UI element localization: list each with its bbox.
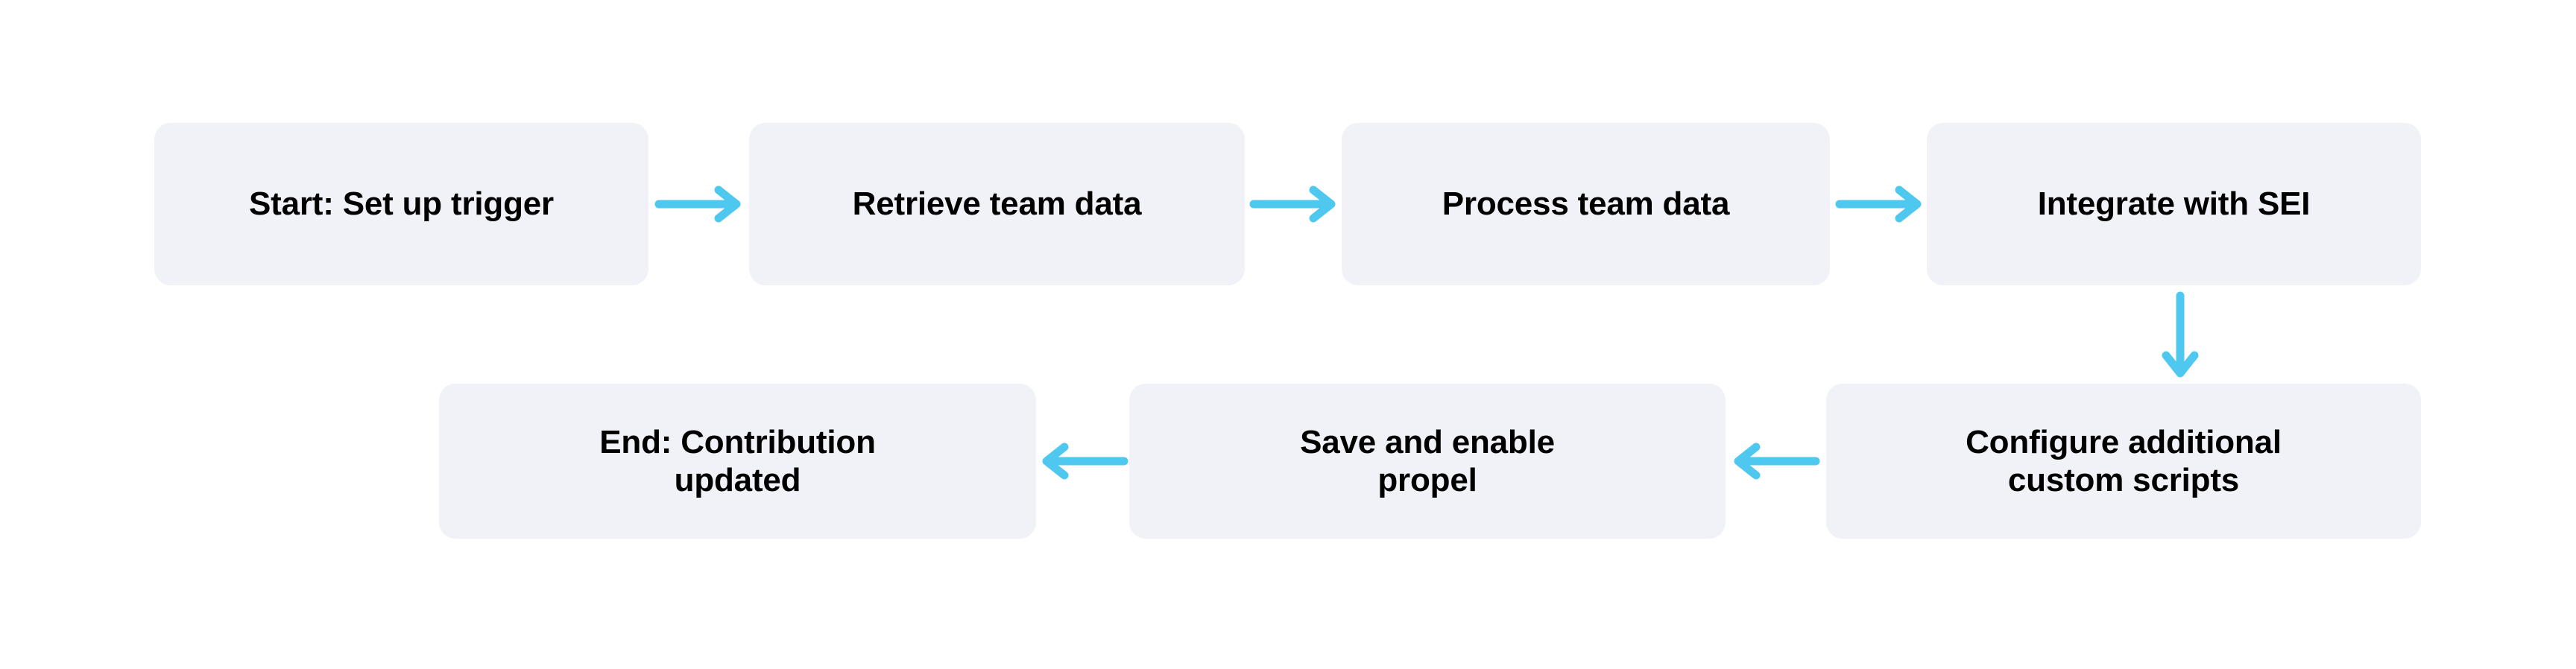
flow-node-configure-additional-custom-scripts[interactable]: Configure additional custom scripts <box>1826 384 2421 539</box>
flow-node-start-set-up-trigger[interactable]: Start: Set up trigger <box>154 123 648 285</box>
flow-node-label: Start: Set up trigger <box>249 186 554 223</box>
flow-node-label: End: Contribution updated <box>599 423 876 498</box>
flow-node-label: Retrieve team data <box>852 186 1142 223</box>
flow-node-retrieve-team-data[interactable]: Retrieve team data <box>749 123 1245 285</box>
flow-node-process-team-data[interactable]: Process team data <box>1342 123 1830 285</box>
arrow-right-retrieve-to-process-icon <box>1249 186 1337 223</box>
arrow-left-save-to-end-icon <box>1041 443 1128 480</box>
arrow-right-start-to-retrieve-icon <box>654 186 742 223</box>
arrow-left-configure-to-save-icon <box>1732 443 1820 480</box>
arrow-down-integrate-to-configure-icon <box>2162 291 2199 379</box>
flow-node-label: Integrate with SEI <box>2037 186 2311 223</box>
flow-node-save-and-enable-propel[interactable]: Save and enable propel <box>1129 384 1726 539</box>
arrow-right-process-to-integrate-icon <box>1835 186 1923 223</box>
flow-node-integrate-with-sei[interactable]: Integrate with SEI <box>1927 123 2421 285</box>
flow-node-end-contribution-updated[interactable]: End: Contribution updated <box>439 384 1036 539</box>
flow-node-label: Configure additional custom scripts <box>1966 423 2282 498</box>
flow-node-label: Process team data <box>1442 186 1730 223</box>
flow-node-label: Save and enable propel <box>1300 423 1555 498</box>
